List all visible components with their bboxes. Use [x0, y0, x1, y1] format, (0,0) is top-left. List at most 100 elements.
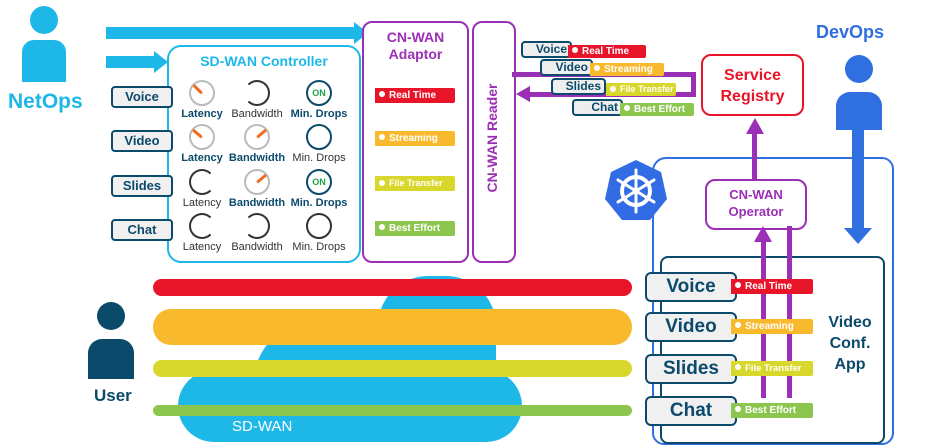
registry-class-best-effort: Best Effort [620, 103, 694, 116]
netops-head-icon [30, 6, 58, 34]
bandwidth-gauge-icon[interactable] [244, 124, 270, 150]
bandwidth-gauge-icon[interactable] [244, 213, 270, 239]
reader-arrow-head-icon [516, 86, 530, 102]
app-title: Video Conf. App [815, 312, 885, 375]
adaptor-class-best-effort: Best Effort [375, 221, 455, 236]
bandwidth-label: Bandwidth [231, 108, 283, 120]
dot-icon [735, 364, 741, 371]
user-body-icon [88, 339, 134, 379]
latency-gauge-icon[interactable] [189, 213, 215, 239]
latency-gauge-icon[interactable] [189, 169, 215, 195]
class-label: File Transfer [745, 363, 802, 374]
controller-app-video[interactable]: Video [111, 130, 173, 152]
pipe-real-time [153, 279, 632, 296]
operator-up-arrow-head-icon [754, 226, 772, 242]
pipe-file-transfer [153, 360, 632, 377]
devops-label: DevOps [816, 22, 885, 42]
dot-icon [379, 224, 385, 231]
app-class-real-time: Real Time [731, 279, 813, 294]
app-service-voice[interactable]: Voice [645, 272, 737, 302]
dot-icon [735, 406, 741, 413]
registry-entry-video: Video [540, 59, 593, 76]
app-service-slides[interactable]: Slides [645, 354, 737, 384]
reader-title: CN-WAN Reader [484, 83, 500, 193]
app-service-video[interactable]: Video [645, 312, 737, 342]
latency-label: Latency [181, 152, 223, 164]
operator-to-registry-line [752, 132, 757, 180]
dot-icon [735, 282, 741, 289]
class-label: File Transfer [620, 84, 674, 94]
dot-icon [594, 65, 600, 72]
controller-title: SD-WAN Controller [200, 53, 328, 69]
registry-entry-chat: Chat [572, 99, 623, 116]
latency-label: Latency [181, 108, 223, 120]
devops-arrow-head-icon [844, 228, 872, 244]
min-drops-label: Min. Drops [290, 197, 348, 209]
registry-entry-slides: Slides [551, 78, 606, 95]
min-drops-gauge-icon[interactable] [306, 213, 332, 239]
min-drops-on-badge[interactable]: ON [306, 169, 332, 195]
app-class-streaming: Streaming [731, 319, 813, 334]
class-label: Real Time [745, 281, 793, 292]
app-service-chat[interactable]: Chat [645, 396, 737, 426]
app-title-line1: Video [828, 314, 872, 331]
netops-label: NetOps [8, 90, 83, 113]
class-label: File Transfer [389, 178, 443, 188]
bandwidth-gauge-icon[interactable] [244, 169, 270, 195]
kubernetes-icon [603, 158, 669, 224]
min-drops-label: Min. Drops [292, 241, 346, 253]
app-title-line2: Conf. [829, 335, 871, 352]
dot-icon [379, 134, 385, 141]
cnwan-operator: CN-WAN Operator [705, 179, 807, 230]
adaptor-title-line2: Adaptor [388, 46, 443, 62]
registry-line1: Service [724, 67, 781, 84]
controller-app-slides[interactable]: Slides [111, 175, 173, 197]
operator-line1: CN-WAN [729, 187, 783, 202]
devops-arrow-shaft [852, 130, 864, 230]
adaptor-class-streaming: Streaming [375, 131, 455, 146]
operator-down-line [787, 226, 792, 398]
latency-gauge-icon[interactable] [189, 124, 215, 150]
min-drops-label: Min. Drops [292, 152, 346, 164]
user-label: User [94, 386, 132, 405]
registry-class-file-transfer: File Transfer [606, 83, 676, 96]
controller-app-voice[interactable]: Voice [111, 86, 173, 108]
registry-class-real-time: Real Time [568, 45, 646, 58]
cnwan-reader [472, 21, 516, 263]
reader-link-right [691, 72, 696, 97]
devops-body-icon [836, 92, 882, 130]
class-label: Best Effort [634, 104, 686, 115]
app-title-line3: App [834, 356, 866, 373]
operator-line2: Operator [728, 204, 784, 219]
class-label: Best Effort [745, 405, 797, 416]
dot-icon [735, 322, 741, 329]
dot-icon [610, 85, 616, 92]
class-label: Real Time [389, 90, 437, 101]
latency-gauge-icon[interactable] [189, 80, 215, 106]
operator-arrow-head-icon [746, 118, 764, 134]
service-registry: Service Registry [701, 54, 804, 116]
dot-icon [624, 105, 630, 112]
registry-line2: Registry [720, 88, 785, 105]
min-drops-gauge-icon[interactable] [306, 124, 332, 150]
min-drops-on-badge[interactable]: ON [306, 80, 332, 106]
pipe-best-effort [153, 405, 632, 416]
min-drops-label: Min. Drops [290, 108, 348, 120]
pipe-streaming [153, 309, 632, 345]
bandwidth-label: Bandwidth [228, 152, 286, 164]
sdwan-label: SD-WAN [232, 418, 293, 435]
latency-label: Latency [182, 197, 222, 209]
dot-icon [379, 179, 385, 186]
bandwidth-label: Bandwidth [231, 241, 283, 253]
bandwidth-label: Bandwidth [228, 197, 286, 209]
controller-app-chat[interactable]: Chat [111, 219, 173, 241]
dot-icon [572, 47, 578, 54]
registry-class-streaming: Streaming [590, 63, 664, 76]
adaptor-title-line1: CN-WAN [386, 29, 445, 45]
class-label: Streaming [389, 133, 438, 144]
adaptor-class-file-transfer: File Transfer [375, 176, 455, 191]
latency-label: Latency [182, 241, 222, 253]
bandwidth-gauge-icon[interactable] [244, 80, 270, 106]
user-head-icon [97, 302, 125, 330]
class-label: Streaming [745, 321, 794, 332]
